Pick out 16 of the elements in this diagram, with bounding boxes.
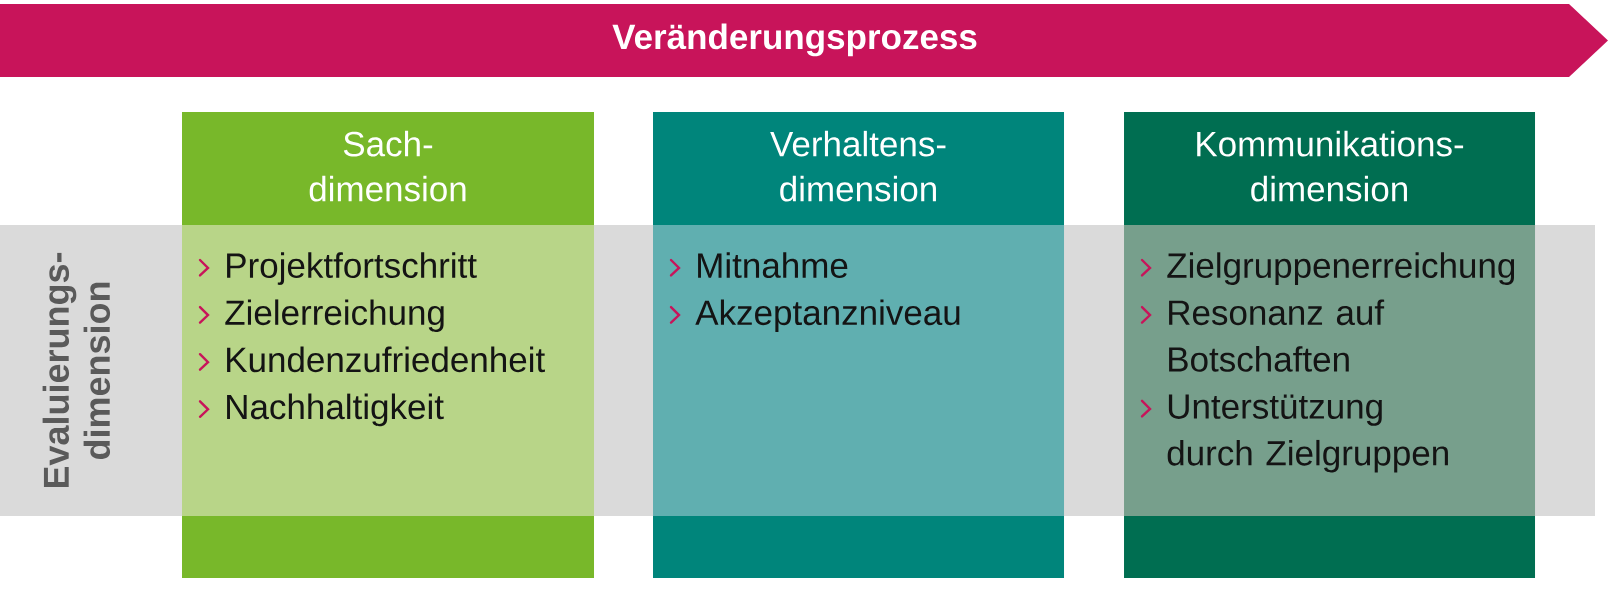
list-item: Kundenzufriedenheit (227, 346, 545, 373)
list-item: Resonanz auf Botschaften (1169, 299, 1385, 372)
list-item: Unterstützung durch Zielgruppen (1167, 394, 1448, 473)
list-item: Mitnahme (698, 252, 848, 279)
list-item: Nachhaltigkeit (227, 393, 444, 427)
column-box (182, 112, 594, 578)
column-heading: Sach- dimension (309, 130, 466, 202)
column-heading: Verhaltens- dimension (770, 130, 946, 202)
list-item: Zielgruppenerreichung (1167, 252, 1515, 285)
column-box (1124, 112, 1535, 578)
list-item: Projektfortschritt (227, 252, 477, 285)
column-heading: Kommunikations- dimension (1197, 130, 1464, 202)
list-item: Akzeptanzniveau (695, 299, 960, 333)
list-item: Zielerreichung (225, 299, 444, 333)
column-box (653, 112, 1064, 578)
row-label: Evaluierungs- dimension (42, 252, 111, 488)
